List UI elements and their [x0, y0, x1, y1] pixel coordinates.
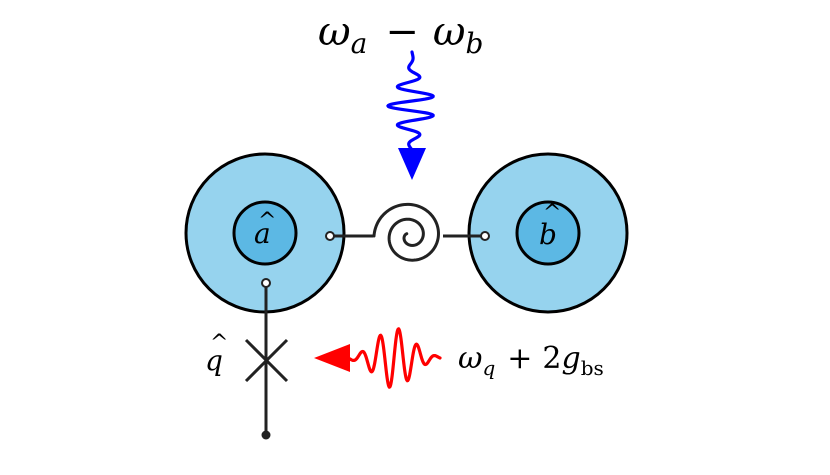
blue-pump-arrowhead — [398, 148, 426, 180]
resonator-b-inner — [515, 200, 581, 266]
qubit-label: q — [205, 344, 223, 377]
resonator-a-inner — [232, 200, 298, 266]
mode-a-hat: ^ — [258, 209, 276, 234]
mode-b-label: b — [539, 218, 557, 251]
coupler-node-left — [325, 231, 335, 241]
coupler-spiral — [372, 202, 440, 262]
red-pump-arrowhead — [314, 344, 350, 372]
top-pump-label: ωa−ωb — [318, 9, 483, 60]
side-pump-label: ωq+2gbs — [458, 341, 604, 380]
mode-b-hat: ^ — [543, 201, 561, 226]
josephson-junction-stroke-2 — [244, 338, 289, 383]
mode-a-label: a — [254, 217, 271, 250]
coupler-node-right — [480, 231, 490, 241]
qubit-hat: ^ — [210, 331, 228, 356]
qubit-node-top — [261, 278, 271, 288]
qubit-node-bottom — [261, 430, 271, 440]
red-pump-wave — [346, 327, 442, 389]
blue-pump-wave — [386, 50, 435, 152]
